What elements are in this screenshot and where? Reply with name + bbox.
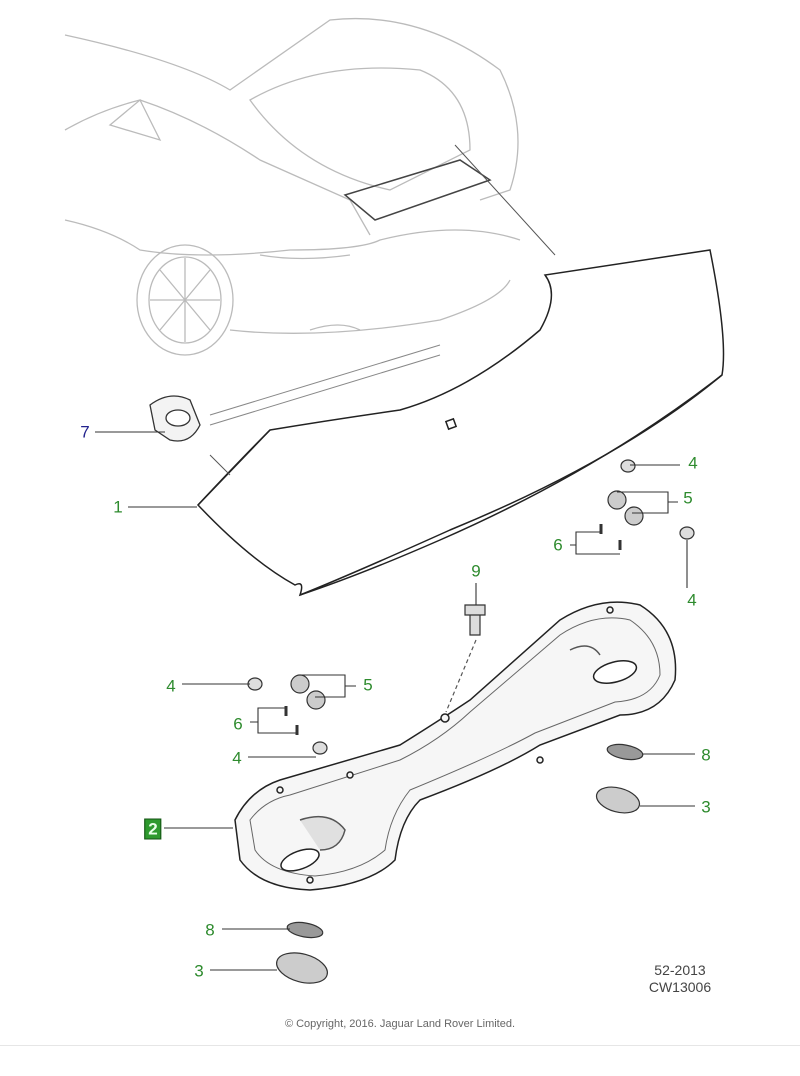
- callout-4[interactable]: 4: [688, 453, 698, 473]
- car-outline: [64, 17, 521, 356]
- callout-8[interactable]: 8: [701, 745, 711, 765]
- callout-7[interactable]: 7: [80, 422, 90, 442]
- callout-4[interactable]: 4: [687, 590, 697, 610]
- copyright-notice: © Copyright, 2016. Jaguar Land Rover Lim…: [284, 1018, 516, 1030]
- callout-9[interactable]: 9: [471, 561, 481, 581]
- callout-3[interactable]: 3: [701, 797, 711, 817]
- reference-code: 52-2013: [654, 962, 706, 978]
- callout-6[interactable]: 6: [553, 535, 563, 555]
- callout-3[interactable]: 3: [194, 961, 204, 981]
- leader-lines: [95, 431, 695, 971]
- illustration-code: CW13006: [648, 979, 712, 995]
- callout-8[interactable]: 8: [205, 920, 215, 940]
- callout-5[interactable]: 5: [363, 675, 373, 695]
- rear-spoiler-drawing: [196, 144, 725, 597]
- small-parts-drawing: [247, 459, 695, 984]
- reference-block: 52-2013 CW13006: [640, 962, 720, 996]
- callout-5[interactable]: 5: [683, 488, 693, 508]
- callout-2-highlighted[interactable]: 2: [144, 818, 162, 840]
- footer-divider: [0, 1045, 800, 1046]
- spoiler-bracket-drawing: [234, 601, 677, 891]
- callout-4[interactable]: 4: [232, 748, 242, 768]
- callout-4[interactable]: 4: [166, 676, 176, 696]
- callout-6[interactable]: 6: [233, 714, 243, 734]
- callout-1[interactable]: 1: [113, 497, 123, 517]
- badge-holder-drawing: [149, 395, 201, 442]
